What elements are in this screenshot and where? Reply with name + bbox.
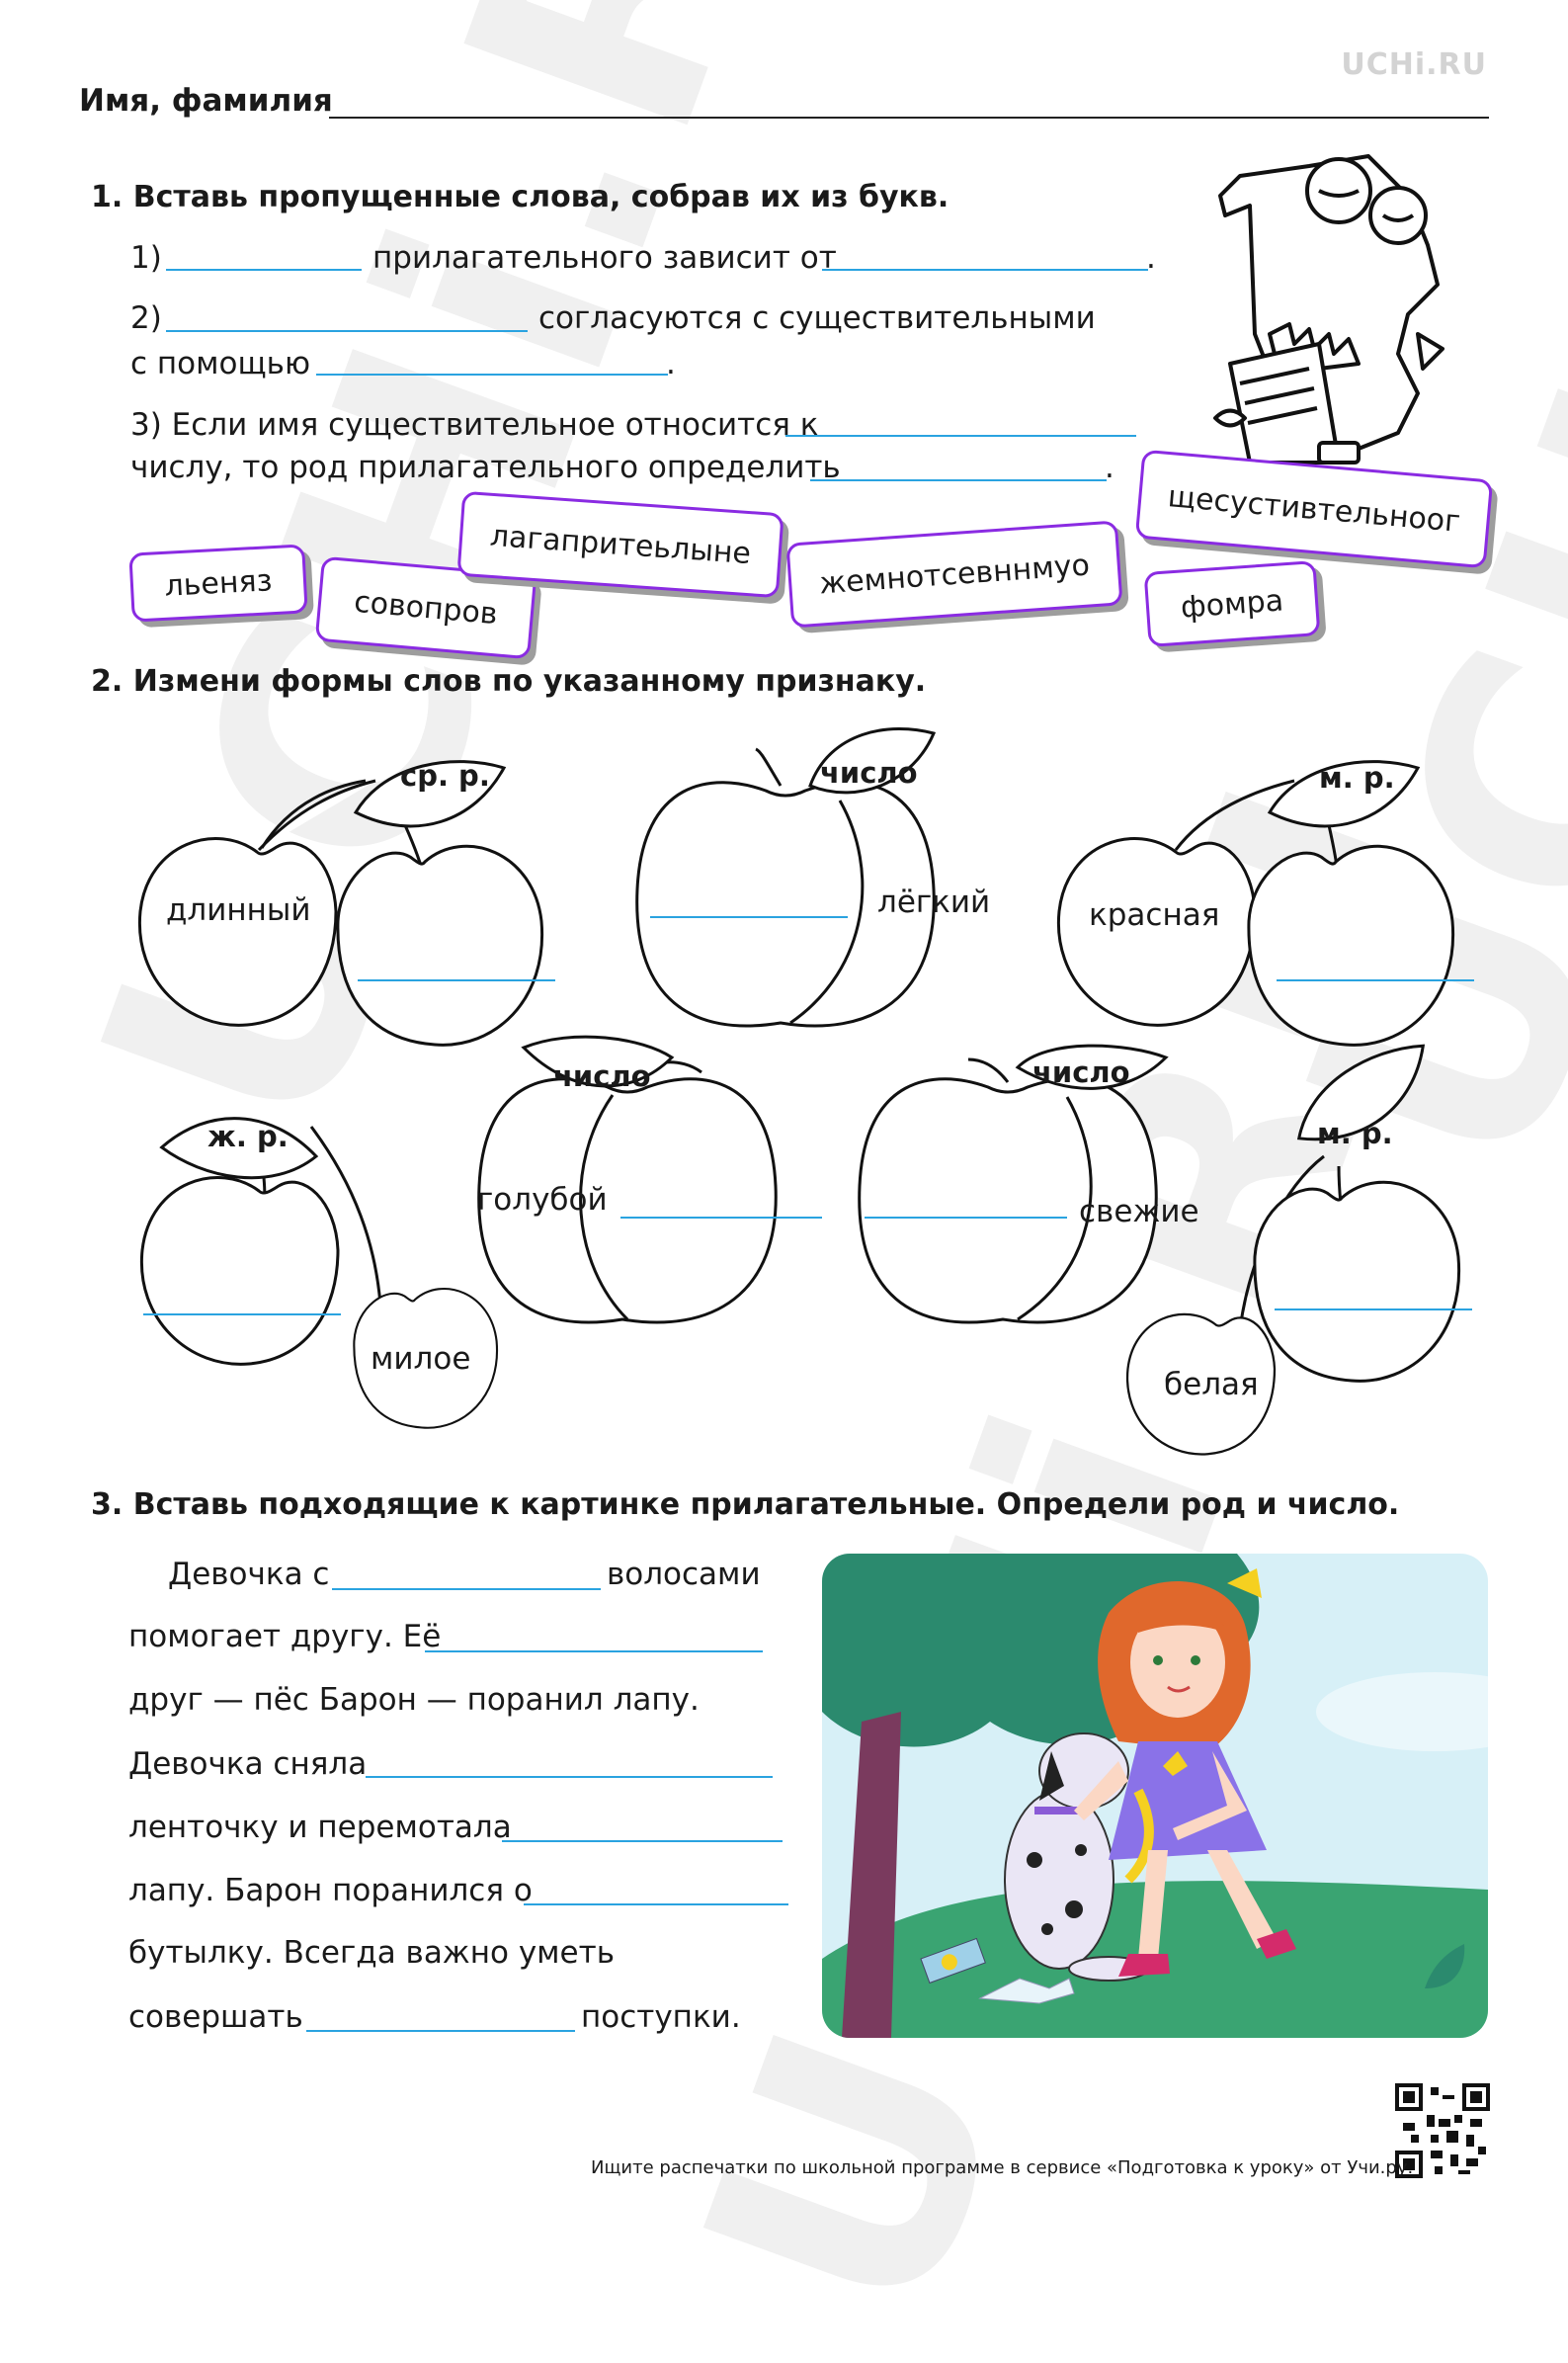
- fruit-tag: число: [820, 756, 918, 790]
- task1-blank-6[interactable]: [810, 479, 1107, 481]
- task3-line: волосами: [607, 1557, 761, 1592]
- task3-line: помогает другу. Её: [128, 1619, 442, 1654]
- task3-blank-5[interactable]: [524, 1903, 788, 1905]
- fruit-word: милое: [371, 1341, 471, 1377]
- task1-blank-3[interactable]: [166, 330, 528, 332]
- fruits-diagram: [137, 726, 1474, 1456]
- task3-line: ленточку и перемотала: [128, 1810, 512, 1845]
- apple-3: [858, 1044, 1169, 1324]
- task3-blank-2[interactable]: [425, 1650, 763, 1652]
- qr-code: [1395, 2083, 1490, 2178]
- task1-line2-middle: согласуются с существительными: [538, 300, 1096, 336]
- task3-line: бутылку. Всегда важно уметь: [128, 1935, 615, 1971]
- fruit-word: длинный: [166, 892, 311, 928]
- task1-blank-1[interactable]: [166, 269, 362, 271]
- name-label: Имя, фамилия: [79, 83, 333, 119]
- fruit-tag: ср. р.: [400, 759, 490, 793]
- fruit-tag: число: [1032, 1055, 1130, 1089]
- fruit-word: свежие: [1079, 1194, 1199, 1229]
- fruit-tag: ж. р.: [207, 1120, 289, 1153]
- task1-blank-2[interactable]: [822, 269, 1148, 271]
- task1-line3-cont: числу, то род прилагательного определить: [130, 450, 841, 485]
- fruit-tag: м. р.: [1317, 1117, 1393, 1150]
- task3-line: поступки.: [581, 1999, 741, 2035]
- cherry-3: [139, 1091, 499, 1429]
- girl-dog-illustration: [822, 1554, 1488, 2038]
- task1-blank-5[interactable]: [785, 435, 1136, 437]
- cherry-4: [1125, 1038, 1461, 1456]
- task1-line3-start: 3) Если имя существительное относится к: [130, 407, 819, 443]
- task2-title: 2. Измени формы слов по указанному призн…: [91, 664, 927, 699]
- apple-2: [477, 1035, 778, 1324]
- apple-1: [635, 726, 937, 1028]
- fruit-tag: число: [553, 1059, 651, 1093]
- task3-blank-1[interactable]: [332, 1588, 601, 1590]
- task1-line2-num: 2): [130, 300, 162, 336]
- crocodile-mascot: [1213, 154, 1444, 464]
- task3-line: Девочка с: [168, 1557, 330, 1592]
- fruit-word: голубой: [477, 1182, 608, 1218]
- task1-line1-middle: прилагательного зависит от: [372, 240, 837, 276]
- fruit-word: белая: [1164, 1367, 1259, 1402]
- task1-blank-4[interactable]: [316, 374, 668, 376]
- task3-line: друг — пёс Барон — поранил лапу.: [128, 1682, 700, 1718]
- task1-line3-end: .: [1105, 450, 1114, 485]
- task3-line: совершать: [128, 1999, 303, 2035]
- task3-line: лапу. Барон поранился о: [128, 1873, 533, 1908]
- task3-line: Девочка сняла: [128, 1746, 368, 1782]
- task1-line2-cont: с помощью: [130, 346, 311, 381]
- fruit-word: красная: [1089, 897, 1220, 933]
- task1-title: 1. Вставь пропущенные слова, собрав их и…: [91, 180, 949, 214]
- fruit-tag: м. р.: [1319, 761, 1395, 795]
- task3-blank-4[interactable]: [502, 1840, 783, 1842]
- cherry-1: [137, 760, 544, 1047]
- task3-blank-3[interactable]: [366, 1776, 773, 1778]
- footer-text: Ищите распечатки по школьной программе в…: [591, 2157, 1414, 2178]
- task1-line2-end: .: [666, 346, 676, 381]
- fruit-word: лёгкий: [877, 885, 991, 920]
- name-input-line[interactable]: [329, 117, 1489, 119]
- task1-line1-end: .: [1146, 240, 1156, 276]
- task3-title: 3. Вставь подходящие к картинке прилагат…: [91, 1487, 1400, 1522]
- uchi-logo: UCHi.RU: [1341, 47, 1487, 82]
- cherry-2: [1056, 760, 1455, 1047]
- task1-line1-num: 1): [130, 240, 162, 276]
- task3-blank-6[interactable]: [306, 2030, 575, 2032]
